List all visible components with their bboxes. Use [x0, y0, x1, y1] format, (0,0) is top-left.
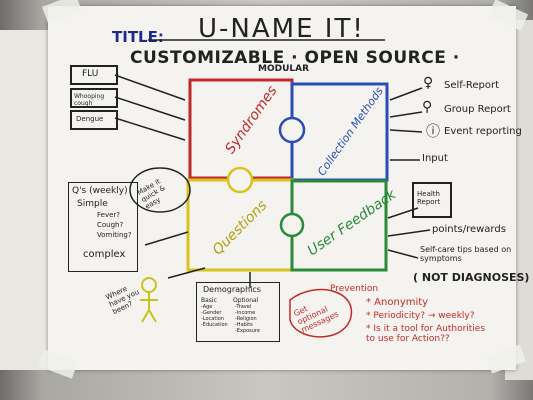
self-report-label: Self-Report: [444, 80, 500, 91]
weekly-q-complex: complex: [83, 249, 126, 260]
demographics-title: Demographics: [203, 285, 261, 294]
selfcare-label: Self-care tips based on symptoms: [420, 245, 512, 263]
box-flu: FLU: [70, 65, 118, 85]
event-report-label: Event reporting: [444, 126, 522, 137]
weekly-q-simple: Simple: [77, 199, 108, 209]
health-report-label: Health Report: [417, 190, 441, 206]
health-report-box: Health Report: [412, 182, 452, 218]
box-dengue-label: Dengue: [76, 115, 104, 123]
weekly-q-fever: Fever?: [97, 211, 120, 219]
demographics-basic-col: Basic: [201, 297, 217, 304]
title-value: U-NAME IT!: [198, 14, 365, 44]
box-whooping-label: Whooping cough: [74, 93, 105, 107]
demo-basic-item: -Education: [201, 322, 228, 328]
periodicity-label: * Periodicity? → weekly?: [366, 311, 475, 321]
box-flu-label: FLU: [82, 69, 99, 79]
demo-basic-item: -Gender: [201, 310, 222, 316]
weekly-q-vomit: Vomiting?: [97, 231, 132, 239]
demo-optional-item: -Travel: [235, 304, 252, 310]
demographics-box: Demographics Basic Optional -Age -Gender…: [196, 282, 280, 342]
points-label: points/rewards: [432, 224, 506, 235]
exclaim-icon: ⓘ: [426, 124, 440, 140]
weekly-q-cough: Cough?: [97, 221, 124, 229]
demo-optional-item: -Income: [235, 310, 256, 316]
box-dengue: Dengue: [70, 110, 118, 130]
group-icon: ⚲: [422, 99, 433, 115]
box-whooping: Whooping cough: [70, 88, 118, 108]
demo-optional-item: -Religion: [235, 316, 257, 322]
group-report-label: Group Report: [444, 104, 511, 115]
prevention-label: Prevention: [330, 284, 379, 294]
demo-basic-item: -Age: [201, 304, 213, 310]
demo-basic-item: -Location: [201, 316, 224, 322]
not-diagnoses-label: ( NOT DIAGNOSES): [413, 271, 530, 284]
flipchart-paper: [48, 6, 516, 370]
demographics-optional-col: Optional: [233, 297, 259, 304]
header-text: CUSTOMIZABLE · OPEN SOURCE ·: [130, 48, 460, 68]
person-icon: ♀: [423, 75, 434, 91]
demo-optional-item: -Exposure: [235, 328, 260, 334]
anonymity-label: * Anonymity: [366, 297, 429, 308]
demo-optional-item: -Habits: [235, 322, 253, 328]
weekly-questions-box: Q's (weekly) Simple Fever? Cough? Vomiti…: [68, 182, 138, 272]
weekly-q-title: Q's (weekly): [72, 186, 128, 196]
input-label: Input: [422, 153, 448, 164]
title-label: TITLE:: [112, 28, 164, 46]
tool-question-label: * Is it a tool for Authorities to use fo…: [366, 324, 486, 344]
header-subtext: MODULAR: [258, 64, 310, 74]
